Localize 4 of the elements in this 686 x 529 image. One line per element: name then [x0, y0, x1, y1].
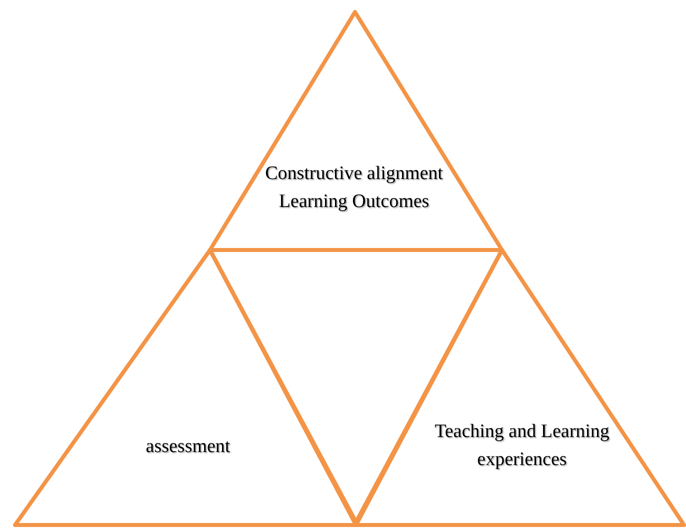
- section-label: Learning Outcomes: [278, 190, 430, 214]
- section-label: Teaching and Learning experiences: [434, 420, 610, 472]
- section-label: Constructive alignment: [264, 162, 444, 186]
- section-label: assessment: [144, 435, 232, 459]
